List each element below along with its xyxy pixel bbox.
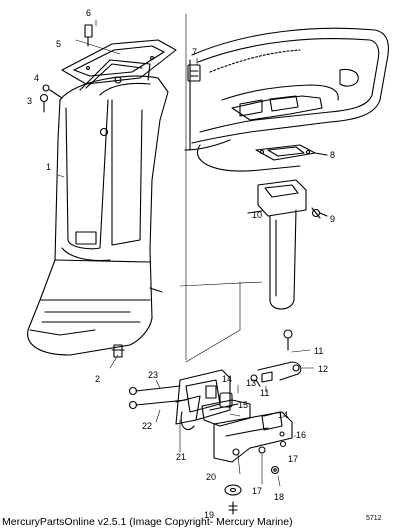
callout-3: 3 [27, 96, 32, 106]
part-7-grommet [187, 64, 201, 82]
part-11-screw-upper [283, 329, 293, 351]
callout-1: 1 [46, 162, 51, 172]
part-13-clamp [261, 371, 273, 383]
callout-4: 4 [34, 73, 39, 83]
part-3-screw [39, 93, 49, 113]
callout-14-upper: 14 [222, 374, 232, 384]
callout-16: 16 [296, 430, 306, 440]
part-20-washer [224, 484, 242, 496]
part-11-screw-lower [250, 374, 261, 387]
callout-12: 12 [318, 364, 328, 374]
callout-23: 23 [148, 370, 158, 380]
callout-11-lower: 11 [260, 388, 269, 398]
part-19-pin [228, 501, 238, 515]
part-14-pad [219, 392, 283, 431]
drawing-code: 5712 [366, 515, 382, 522]
leader-lines [57, 13, 315, 487]
callout-11-upper: 11 [314, 346, 323, 356]
part-2-fitting [111, 344, 125, 358]
callout-17-right: 17 [288, 454, 298, 464]
callout-13: 13 [246, 378, 256, 388]
part-5-gasket [61, 39, 177, 85]
part-18-nut [270, 465, 280, 475]
callout-labels: 1 2 3 4 5 6 7 8 9 10 11 11 12 13 14 14 1… [27, 8, 382, 522]
callout-15: 15 [238, 400, 248, 410]
callout-2: 2 [95, 374, 100, 384]
part-23-bolt [128, 385, 181, 396]
part-1-drive-shaft-housing [27, 59, 169, 356]
part-10-exhaust-tube [247, 179, 307, 310]
callout-10: 10 [252, 210, 262, 220]
part-9-screw [311, 207, 328, 219]
callout-22: 22 [142, 421, 152, 431]
part-16-transom-clamp [213, 411, 293, 463]
callout-6: 6 [86, 8, 91, 18]
bottom-cowl-pan [184, 27, 389, 172]
callout-9: 9 [330, 214, 335, 224]
part-6-bolt [84, 24, 93, 47]
part-12-cable [257, 361, 302, 381]
callout-8: 8 [330, 150, 335, 160]
callout-20: 20 [206, 472, 216, 482]
callout-18: 18 [274, 492, 284, 502]
part-8-gasket [255, 144, 328, 161]
part-4-washer [42, 84, 63, 99]
callout-19: 19 [204, 510, 214, 520]
image-caption: MercuryPartsOnline v2.5.1 (Image Copyrig… [2, 516, 293, 528]
callout-17-left: 17 [252, 486, 262, 496]
callout-5: 5 [56, 39, 61, 49]
callout-21: 21 [176, 452, 186, 462]
callout-14-lower: 14 [278, 410, 288, 420]
part-17-nut [258, 440, 287, 454]
callout-7: 7 [192, 47, 197, 57]
